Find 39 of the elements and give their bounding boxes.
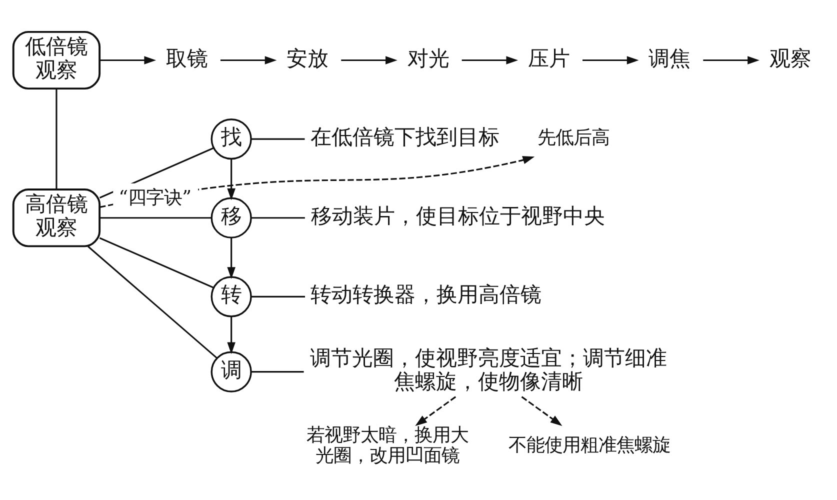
connector [251, 370, 304, 372]
node-box: 低倍镜观察 [12, 30, 101, 90]
node-text: 观察 [769, 46, 812, 70]
node-text: 调焦 [648, 46, 691, 70]
arrow [703, 56, 760, 64]
node-text: 在低倍镜下找到目标 [310, 124, 500, 149]
edge-label: “四字诀” [118, 187, 192, 208]
node-text: 取镜 [166, 46, 208, 70]
connector [251, 216, 305, 218]
node-text: 安放 [286, 46, 329, 70]
connector [99, 236, 214, 288]
node-text: 不能使用粗准焦螺旋 [508, 434, 671, 456]
connector [100, 216, 212, 218]
arrow [227, 316, 236, 354]
node-circle: 转 [210, 276, 252, 317]
arrow [341, 56, 398, 64]
arrow [462, 56, 518, 64]
arrow [220, 56, 277, 64]
node-box: 高倍镜观察 [12, 188, 101, 247]
node-text: 压片 [528, 46, 570, 70]
node-text: 转动转换器，换用高倍镜 [310, 282, 542, 306]
node-circle: 找 [210, 118, 252, 160]
connector [251, 138, 305, 140]
node-text: 先低后高 [538, 126, 610, 148]
node-circle: 调 [210, 350, 252, 392]
node-text: 对光 [407, 46, 450, 70]
arrow [521, 396, 562, 426]
node-text: 若视野太暗，换用大光圈，改用凹面镜 [306, 424, 469, 466]
arrow [582, 56, 639, 64]
connector [88, 245, 218, 358]
arrow [100, 56, 156, 64]
node-circle: 移 [210, 196, 252, 238]
connector [251, 295, 306, 297]
node-text: 移动装片，使目标位于视野中央 [310, 203, 605, 228]
arrow [415, 396, 456, 426]
node-text: 调节光圈，使视野亮度适宜；调节细准焦螺旋，使物像清晰 [310, 346, 668, 394]
connector [56, 88, 58, 190]
arrow [227, 158, 236, 200]
arrow [227, 237, 236, 279]
